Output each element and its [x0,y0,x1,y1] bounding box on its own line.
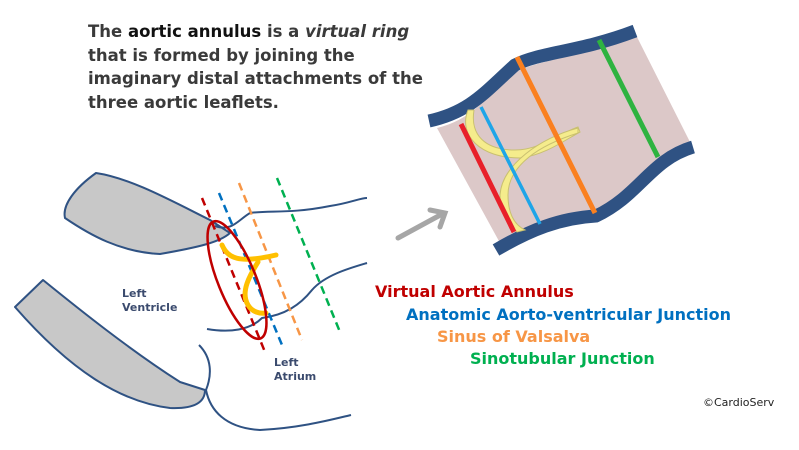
label-line: Left [274,356,299,369]
intro-part: that is formed by joining the imaginary … [88,45,423,112]
intro-text: The aortic annulus is a virtual ring tha… [88,20,448,114]
av-junction-dashed-line [217,192,284,346]
aortic-wall-bottom [492,140,696,256]
aortic-root-magnified [427,24,696,256]
dashed-planes [200,177,342,353]
copyright: ©CardioServ [703,396,775,409]
virtual-annulus-dashed-line [200,197,267,353]
label-line: Left [122,287,147,300]
legend-sinotubular-junction: Sinotubular Junction [470,349,655,368]
stj-dashed-line [275,177,342,333]
aorta-upper-wall [214,197,368,229]
av-junction-line [479,106,542,225]
left-schematic [14,172,368,431]
label-line: Ventricle [122,301,178,314]
intro-part: The [88,22,128,41]
upper-septum-tissue [63,172,231,255]
intro-emphasis: aortic annulus [127,22,262,41]
legend-virtual-annulus: Virtual Aortic Annulus [375,282,574,301]
leaflet-lower [242,259,269,316]
intro-italic: virtual ring [305,22,410,41]
virtual-annulus-line [458,122,517,234]
left-leaflets [219,242,279,316]
leaflet-upper [219,242,279,262]
atrium-wall [198,344,352,431]
intro-part: is a [261,22,306,41]
legend-sinus-of-valsalva: Sinus of Valsalva [437,327,591,346]
label-line: Atrium [274,370,317,383]
arrow-icon [395,207,449,241]
lower-wall-tissue [14,279,206,410]
sinus-line [514,55,598,215]
leaflet-bottom [499,127,579,233]
legend-av-junction: Anatomic Aorto-ventricular Junction [406,305,732,324]
aortic-wall-top [427,24,638,128]
leaflet-top [465,109,581,159]
aorta-lower-wall [206,262,368,332]
stj-line [596,38,661,159]
sinus-dashed-line [237,182,304,341]
annulus-ellipse [206,219,268,341]
